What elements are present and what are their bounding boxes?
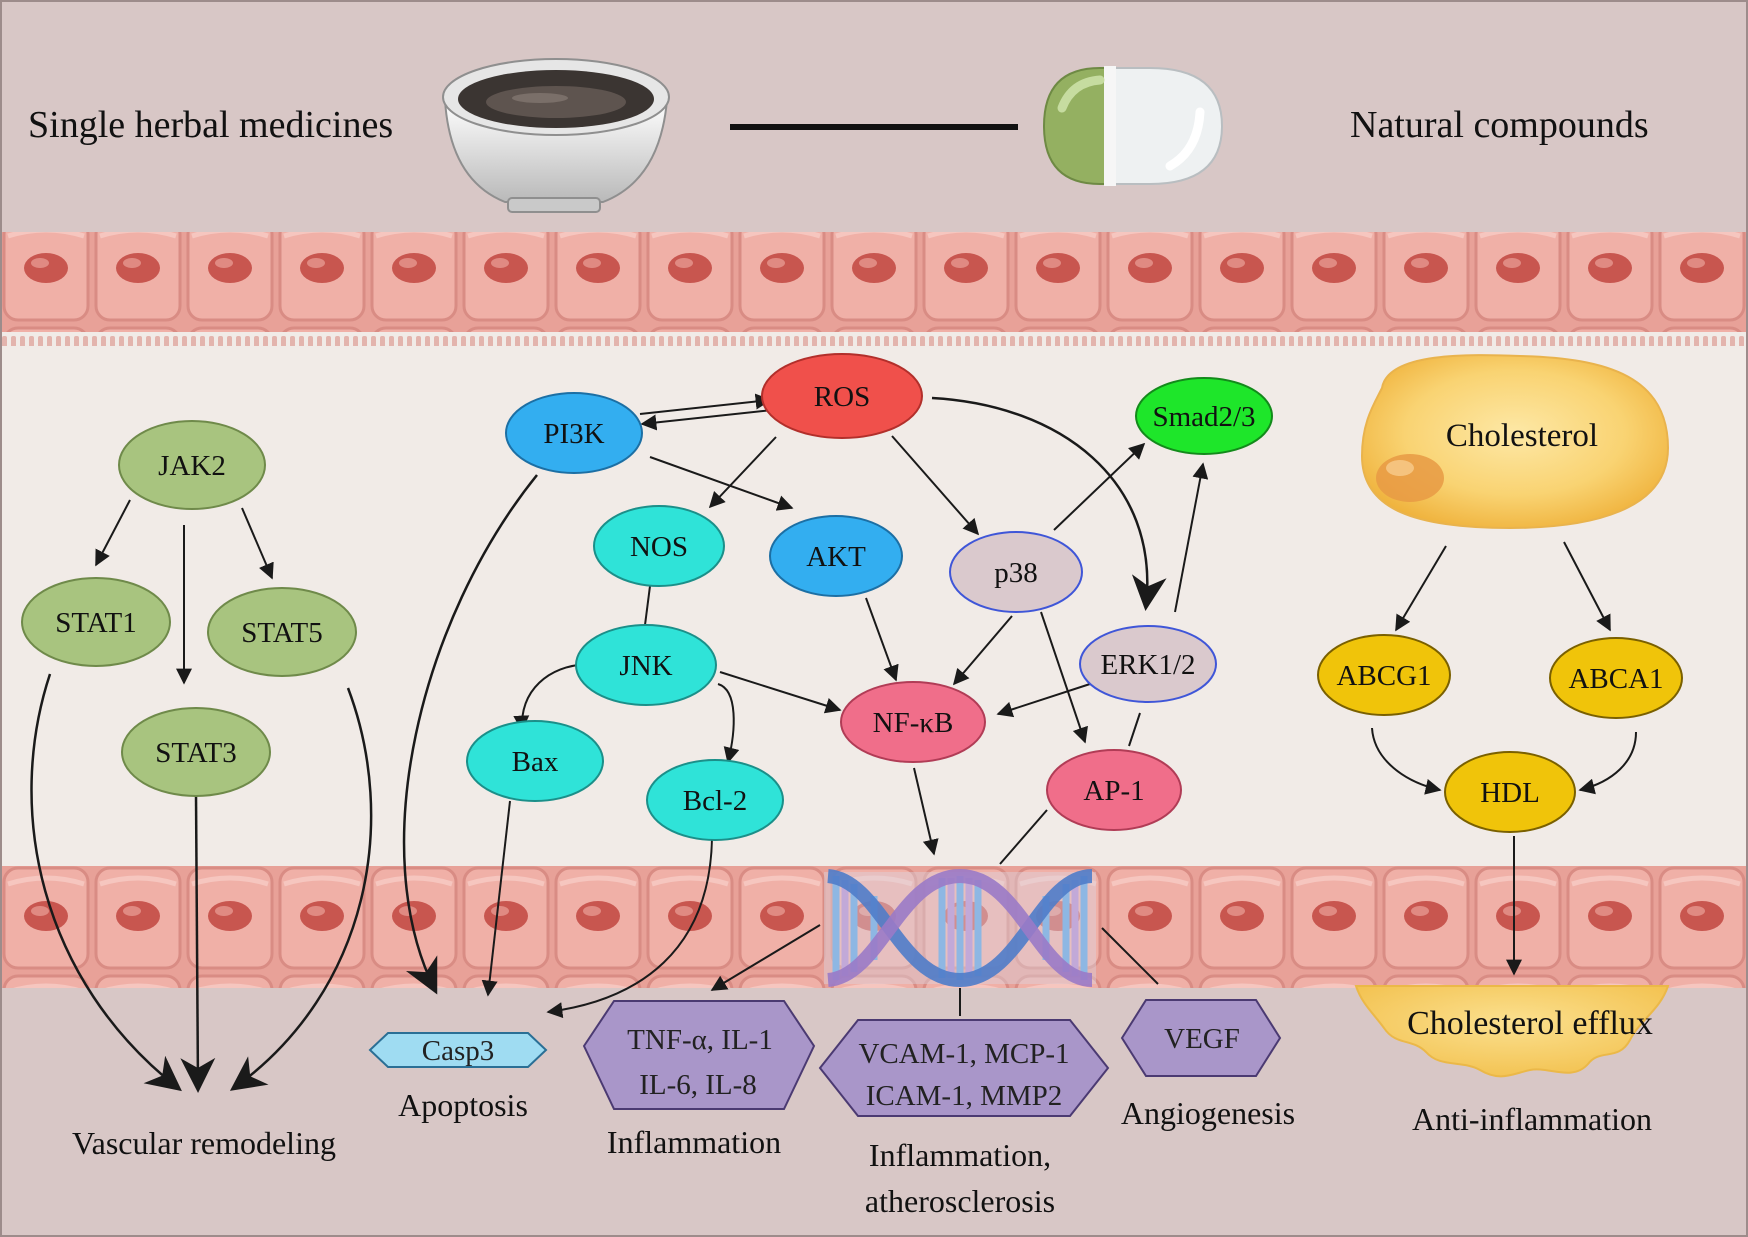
node-ros-label: ROS <box>814 381 870 413</box>
adhesion-line1: VCAM-1, MCP-1 <box>858 1038 1069 1070</box>
apoptosis-label: Apoptosis <box>398 1087 528 1123</box>
node-bcl2-label: Bcl-2 <box>683 785 747 817</box>
dna-helix-icon <box>824 868 1096 988</box>
node-abcg1: ABCG1 <box>1317 634 1451 716</box>
node-stat1: STAT1 <box>21 577 171 667</box>
node-stat5: STAT5 <box>207 587 357 677</box>
adhesion-hexagon: VCAM-1, MCP-1 ICAM-1, MMP2 <box>818 1019 1110 1117</box>
cholesterol-droplet: Cholesterol <box>1360 354 1670 530</box>
node-smad23-label: Smad2/3 <box>1152 401 1255 433</box>
node-ros: ROS <box>761 353 923 439</box>
node-akt: AKT <box>769 515 903 597</box>
casp3-hexagon: Casp3 <box>368 1032 548 1068</box>
anti-inflammation-label: Anti-inflammation <box>1412 1101 1652 1137</box>
node-abcg1-label: ABCG1 <box>1336 660 1431 692</box>
node-stat1-label: STAT1 <box>55 607 136 639</box>
node-hdl: HDL <box>1444 751 1576 833</box>
node-pi3k-label: PI3K <box>543 418 604 450</box>
upper-endothelium <box>0 232 1748 346</box>
node-nfkb: NF-κB <box>840 681 986 763</box>
vegf-label: VEGF <box>1164 1023 1240 1055</box>
node-jak2: JAK2 <box>118 420 266 510</box>
node-jak2-label: JAK2 <box>158 450 226 482</box>
cholesterol-efflux-blob: Cholesterol efflux <box>1354 985 1670 1078</box>
node-ap1: AP-1 <box>1046 749 1182 831</box>
node-akt-label: AKT <box>806 541 866 573</box>
node-bcl2: Bcl-2 <box>646 759 784 841</box>
natural-compounds-label: Natural compounds <box>1350 104 1649 146</box>
node-bax-label: Bax <box>512 746 559 778</box>
node-nos: NOS <box>593 505 725 587</box>
node-pi3k: PI3K <box>505 392 643 474</box>
node-bax: Bax <box>466 720 604 802</box>
casp3-label: Casp3 <box>422 1035 495 1067</box>
cholesterol-efflux-label: Cholesterol efflux <box>1407 1005 1653 1042</box>
node-smad23: Smad2/3 <box>1135 377 1273 455</box>
node-hdl-label: HDL <box>1480 777 1540 809</box>
node-stat3-label: STAT3 <box>155 737 236 769</box>
inflammation-label: Inflammation <box>607 1124 781 1160</box>
inflammation-atherosclerosis-line2: atherosclerosis <box>865 1183 1055 1219</box>
node-p38: p38 <box>949 531 1083 613</box>
node-stat5-label: STAT5 <box>241 617 322 649</box>
single-herbal-medicines-label: Single herbal medicines <box>28 104 393 146</box>
node-stat3: STAT3 <box>121 707 271 797</box>
capsule-icon <box>1042 66 1224 186</box>
node-nos-label: NOS <box>630 531 688 563</box>
herbal-bowl-icon <box>442 58 670 213</box>
node-erk12-label: ERK1/2 <box>1100 649 1195 681</box>
vascular-remodeling-label: Vascular remodeling <box>72 1125 336 1161</box>
vegf-hexagon: VEGF <box>1120 999 1282 1077</box>
node-p38-label: p38 <box>994 557 1038 589</box>
inflammation-atherosclerosis-line1: Inflammation, <box>869 1137 1051 1173</box>
cytokine-line2: IL-6, IL-8 <box>639 1069 757 1101</box>
node-erk12: ERK1/2 <box>1079 625 1217 703</box>
adhesion-line2: ICAM-1, MMP2 <box>866 1080 1063 1112</box>
cholesterol-label: Cholesterol <box>1446 418 1598 454</box>
cytokine-hexagon: TNF-α, IL-1 IL-6, IL-8 <box>582 1000 816 1110</box>
node-abca1: ABCA1 <box>1549 637 1683 719</box>
cytokine-line1: TNF-α, IL-1 <box>627 1024 773 1056</box>
node-jnk: JNK <box>575 624 717 706</box>
angiogenesis-label: Angiogenesis <box>1121 1095 1295 1131</box>
node-ap1-label: AP-1 <box>1083 775 1144 807</box>
node-abca1-label: ABCA1 <box>1568 663 1663 695</box>
node-nfkb-label: NF-κB <box>873 707 954 739</box>
node-jnk-label: JNK <box>619 650 672 682</box>
